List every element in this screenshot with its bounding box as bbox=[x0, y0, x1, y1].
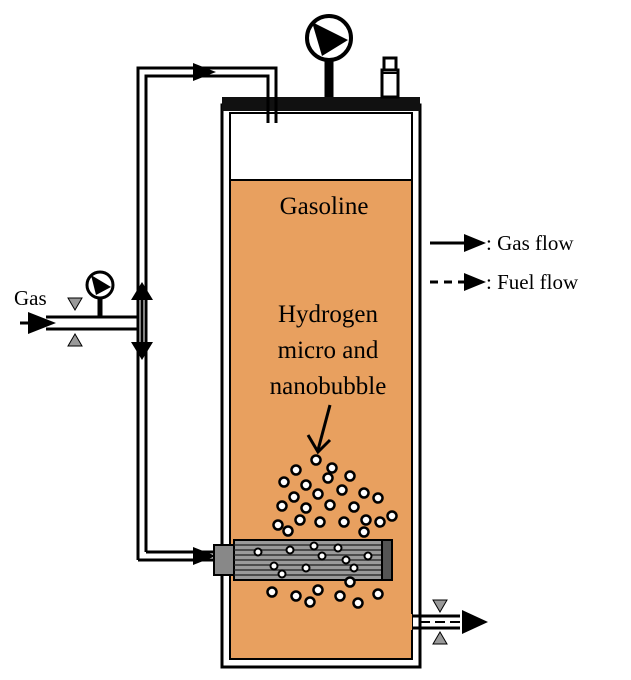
bubble bbox=[278, 476, 290, 488]
junction-arrows bbox=[131, 282, 153, 360]
legend-fuel-flow-label: : Fuel flow bbox=[486, 270, 579, 294]
hydrogen-bubbles bbox=[253, 454, 398, 609]
bubble bbox=[272, 519, 284, 531]
bubble bbox=[344, 576, 356, 588]
bubble bbox=[253, 547, 263, 557]
arrow-icon bbox=[464, 273, 486, 291]
bubble bbox=[304, 596, 316, 608]
bubble bbox=[269, 561, 279, 571]
bubble bbox=[285, 545, 295, 555]
bubble bbox=[360, 514, 372, 526]
legend-gas-flow: : Gas flow bbox=[430, 231, 574, 255]
bubble bbox=[317, 551, 327, 561]
bubble bbox=[372, 492, 384, 504]
bubble bbox=[310, 454, 322, 466]
bubble bbox=[344, 470, 356, 482]
bubble bbox=[266, 586, 278, 598]
bubble bbox=[338, 516, 350, 528]
bubble bbox=[349, 563, 359, 573]
bubble bbox=[372, 588, 384, 600]
vent-pipe bbox=[380, 56, 400, 99]
legend: : Gas flow : Fuel flow bbox=[430, 231, 579, 294]
bubble bbox=[288, 491, 300, 503]
bubble bbox=[294, 514, 306, 526]
gas-inlet-arrow bbox=[28, 312, 56, 334]
bubble bbox=[322, 472, 334, 484]
bubble bbox=[386, 510, 398, 522]
label-pointer-arrow bbox=[306, 404, 332, 455]
bubble bbox=[326, 462, 338, 474]
bubble bbox=[333, 543, 343, 553]
bubble bbox=[348, 501, 360, 513]
bubble bbox=[324, 499, 336, 511]
bubble bbox=[334, 590, 346, 602]
arrow-icon bbox=[464, 234, 486, 252]
pressure-gauge-icon bbox=[85, 270, 115, 300]
bubble bbox=[300, 479, 312, 491]
gas-inlet-line: Gas bbox=[14, 270, 138, 347]
gas-flow-arrow-top bbox=[193, 63, 216, 81]
hydrogen-label-line-1: Hydrogen bbox=[278, 301, 378, 328]
bubble bbox=[312, 584, 324, 596]
gas-inlet-label: Gas bbox=[14, 286, 47, 310]
gas-flow-arrow-bottom bbox=[193, 547, 216, 565]
pressure-gauge-icon bbox=[305, 14, 353, 62]
bubble bbox=[290, 590, 302, 602]
bubble bbox=[290, 464, 302, 476]
bubble bbox=[276, 500, 288, 512]
bubble bbox=[309, 541, 319, 551]
bubble bbox=[374, 516, 386, 528]
bubble bbox=[277, 569, 287, 579]
fuel-outlet-arrow bbox=[462, 610, 488, 634]
bubble bbox=[341, 555, 351, 565]
bubble bbox=[358, 487, 370, 499]
bubble bbox=[363, 551, 373, 561]
gasoline-label: Gasoline bbox=[280, 193, 369, 220]
bubble bbox=[352, 597, 364, 609]
hydrogen-label-line-3: nanobubble bbox=[270, 373, 387, 400]
valve-icon bbox=[67, 297, 83, 347]
top-pressure-gauge bbox=[305, 14, 353, 97]
bubble bbox=[312, 488, 324, 500]
bubble bbox=[301, 563, 311, 573]
tank-cap bbox=[222, 97, 420, 111]
bubble bbox=[300, 502, 312, 514]
bubble bbox=[358, 526, 370, 538]
valve-icon bbox=[432, 599, 448, 645]
legend-fuel-flow: : Fuel flow bbox=[430, 270, 579, 294]
hydrogen-label-line-2: micro and bbox=[278, 337, 379, 364]
fuel-outlet bbox=[404, 599, 488, 645]
bubble bbox=[336, 484, 348, 496]
bubble bbox=[314, 516, 326, 528]
bubble-diffuser bbox=[213, 539, 393, 581]
bubble bbox=[282, 525, 294, 537]
legend-gas-flow-label: : Gas flow bbox=[486, 231, 574, 255]
